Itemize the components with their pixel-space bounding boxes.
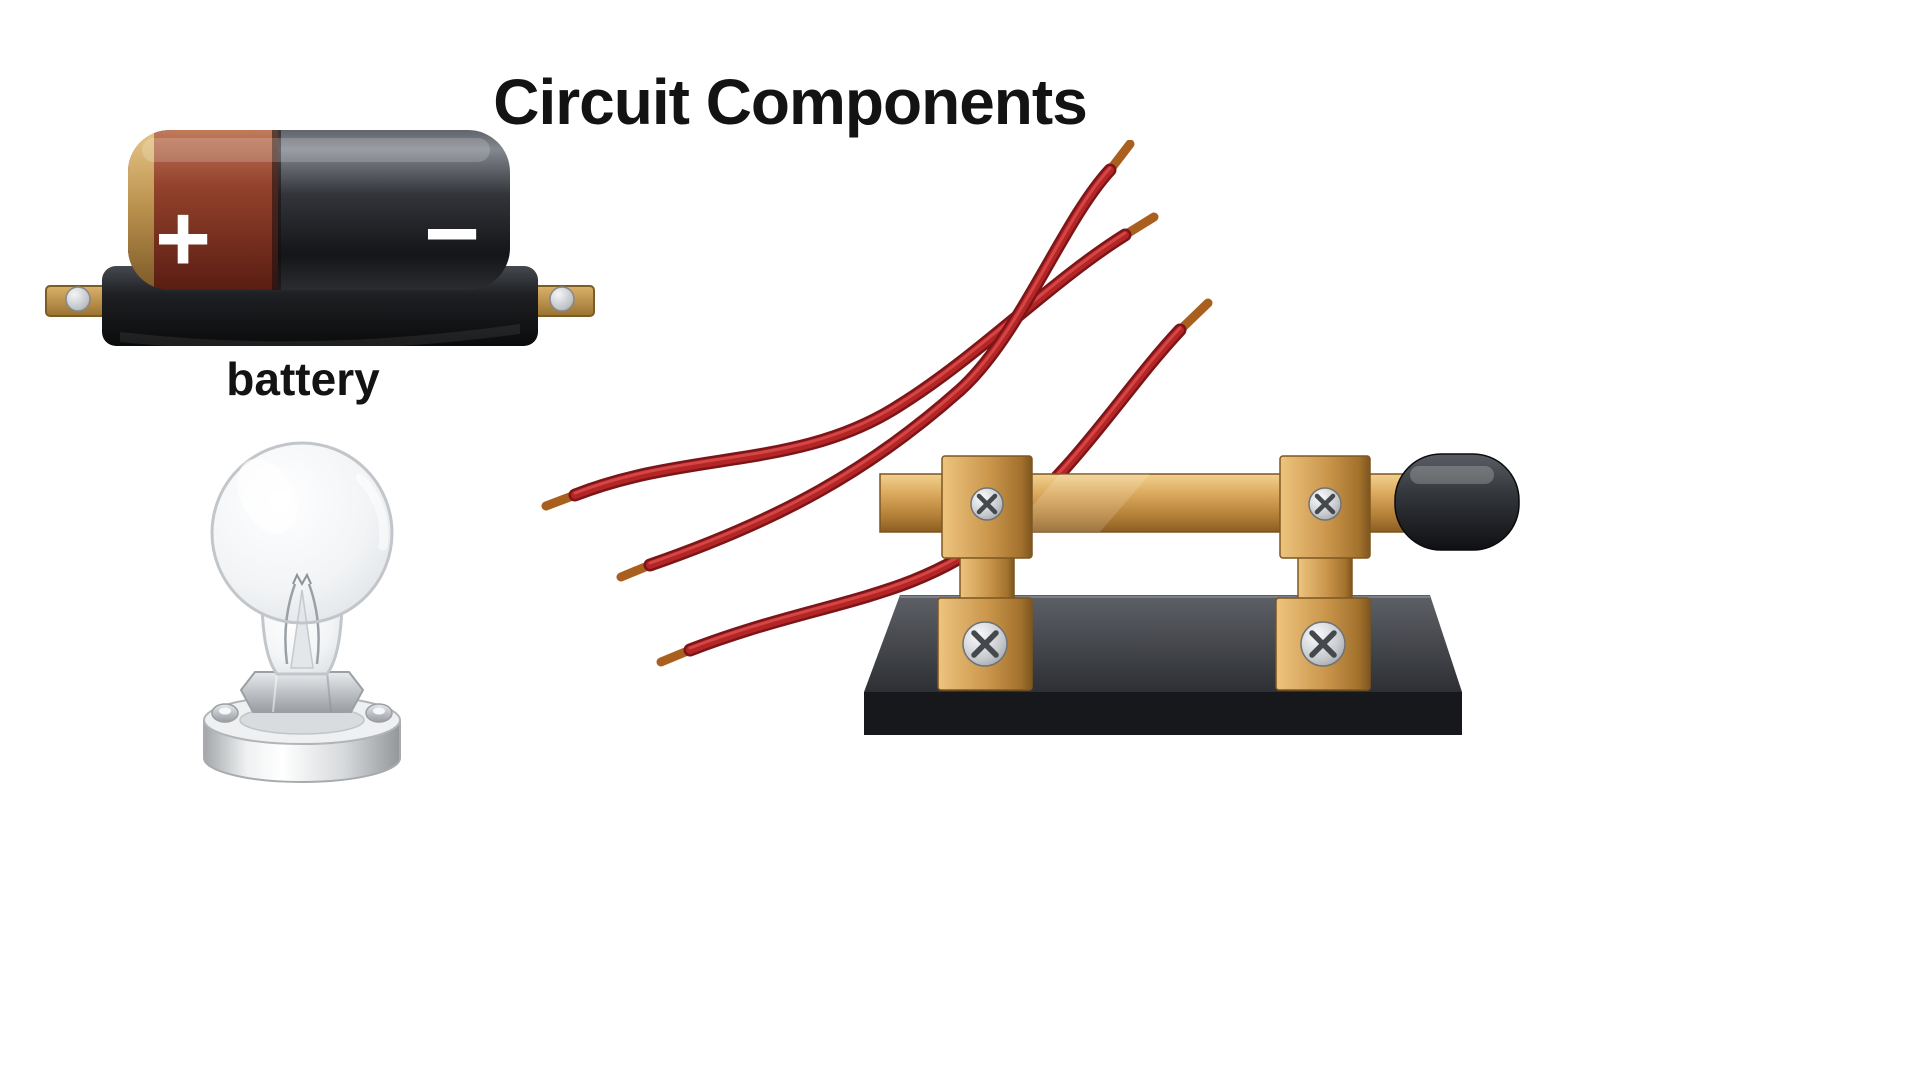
holder-terminal-left bbox=[211, 703, 239, 723]
bulb-socket-nut bbox=[239, 671, 365, 713]
screw-small-right bbox=[1308, 487, 1342, 521]
battery-caption: battery bbox=[226, 353, 380, 405]
battery-illustration: + − bbox=[45, 130, 595, 351]
wires-illustration bbox=[541, 140, 1213, 667]
wire-2 bbox=[616, 140, 1135, 582]
switch-right-bracket bbox=[1275, 455, 1371, 691]
screw-small-left bbox=[970, 487, 1004, 521]
holder-terminal-right bbox=[365, 703, 393, 723]
holder-left-tab bbox=[45, 285, 111, 317]
holder-right-tab bbox=[529, 285, 595, 317]
battery-highlight bbox=[142, 138, 490, 162]
screw-large-left bbox=[962, 621, 1008, 667]
glass-reflection bbox=[355, 473, 389, 551]
switch-illustration bbox=[864, 453, 1520, 735]
switch-knob bbox=[1394, 453, 1520, 551]
switch-left-bracket bbox=[937, 455, 1033, 691]
screw-large-right bbox=[1300, 621, 1346, 667]
page-title: Circuit Components bbox=[493, 65, 1088, 138]
battery-minus-symbol: − bbox=[424, 180, 480, 287]
battery-plus-symbol: + bbox=[155, 185, 211, 292]
wire-1 bbox=[541, 212, 1159, 511]
bulb-glass-outline bbox=[210, 441, 394, 625]
glass-highlight bbox=[237, 458, 297, 534]
battery-cell: + − bbox=[128, 130, 510, 292]
light-bulb-illustration bbox=[203, 441, 401, 783]
